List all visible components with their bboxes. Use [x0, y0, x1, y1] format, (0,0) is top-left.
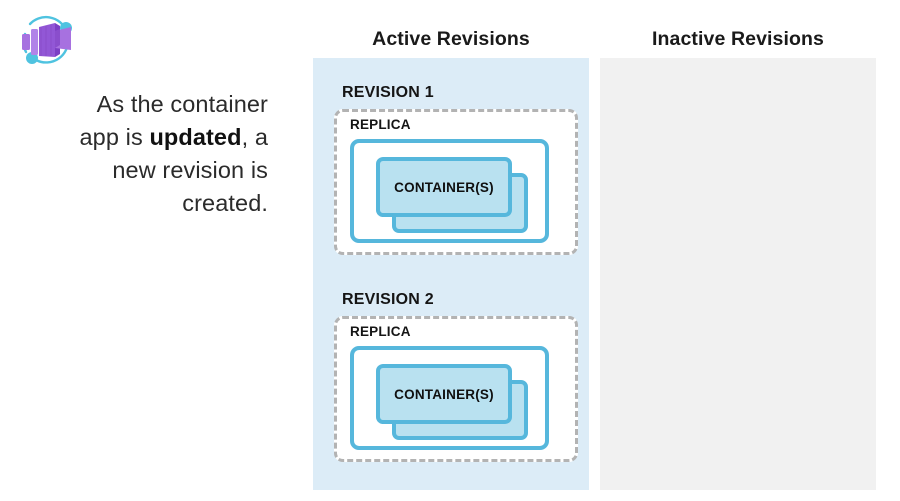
caption-line-3: new revision is	[112, 157, 268, 183]
caption-paragraph: As the container app is updated, a new r…	[10, 88, 268, 220]
caption-line-2-emphasis: updated	[149, 124, 242, 150]
caption-column: As the container app is updated, a new r…	[0, 0, 300, 501]
container-frame: CONTAINER(S)	[350, 346, 549, 450]
revision-title: REVISION 2	[342, 291, 434, 308]
container-card-front: CONTAINER(S)	[376, 157, 512, 217]
active-revisions-header: Active Revisions	[372, 28, 530, 50]
revision-block: REVISION 1 REPLICA CONTAINER(S)	[334, 84, 578, 255]
replica-box: REPLICA CONTAINER(S)	[334, 109, 578, 255]
container-frame: CONTAINER(S)	[350, 139, 549, 243]
replica-label: REPLICA	[350, 117, 411, 132]
inactive-revisions-header: Inactive Revisions	[652, 28, 824, 50]
active-revisions-panel: REVISION 1 REPLICA CONTAINER(S) REVISION…	[313, 58, 589, 490]
caption-line-2-post: , a	[241, 124, 268, 150]
caption-line-4: created.	[182, 190, 268, 216]
revision-title: REVISION 1	[342, 84, 434, 101]
azure-container-apps-logo-icon	[14, 12, 80, 72]
replica-label: REPLICA	[350, 324, 411, 339]
revision-block: REVISION 2 REPLICA CONTAINER(S)	[334, 291, 578, 462]
container-card-front: CONTAINER(S)	[376, 364, 512, 424]
caption-line-1: As the container	[96, 91, 268, 117]
caption-line-2-pre: app is	[79, 124, 150, 150]
inactive-revisions-panel	[600, 58, 876, 490]
replica-box: REPLICA CONTAINER(S)	[334, 316, 578, 462]
container-label: CONTAINER(S)	[394, 179, 494, 195]
container-label: CONTAINER(S)	[394, 386, 494, 402]
